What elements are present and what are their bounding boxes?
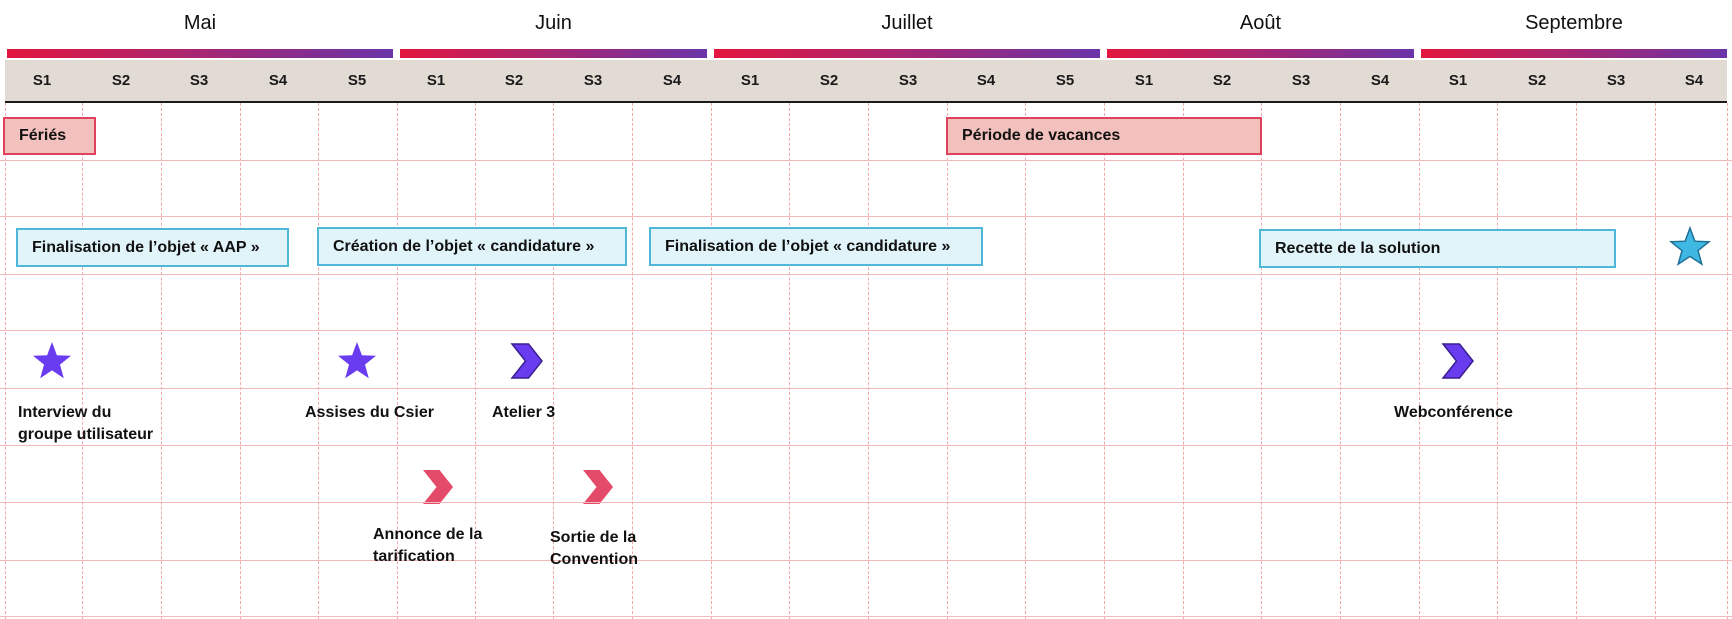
month-label: Juin [535, 12, 572, 34]
chevron-icon [1441, 343, 1474, 379]
grid-vline [1025, 103, 1026, 619]
grid-vline [553, 103, 554, 619]
week-label: S4 [1370, 72, 1390, 89]
month-bar-2 [400, 49, 707, 58]
milestone-label: Sortie de la Convention [550, 527, 638, 571]
grid-vline [632, 103, 633, 619]
milestone-label-line: groupe utilisateur [18, 426, 154, 443]
milestone-label: Assises du Csier [305, 402, 434, 424]
milestone-label-line: tarification [373, 548, 455, 565]
grid-hline [0, 445, 1732, 446]
task-bar: Création de l’objet « candidature » [317, 227, 627, 266]
grid-vline [1261, 103, 1262, 619]
month-label: Septembre [1525, 12, 1623, 34]
holiday-bar: Fériés [3, 117, 96, 155]
grid-vline [397, 103, 398, 619]
grid-vline [789, 103, 790, 619]
month-label: Août [1239, 12, 1282, 34]
grid-vline [475, 103, 476, 619]
week-header-band [5, 60, 1727, 103]
week-label: S4 [268, 72, 288, 89]
milestone-label: Webconférence [1394, 402, 1513, 424]
week-label: S2 [1212, 72, 1232, 89]
grid-hline [0, 502, 1732, 503]
grid-hline [0, 216, 1732, 217]
grid-hline [0, 616, 1732, 617]
milestone-label-line: Annonce de la [373, 526, 483, 543]
week-label: S3 [1606, 72, 1626, 89]
grid-vline [82, 103, 83, 619]
grid-vline [1727, 103, 1728, 619]
month-bar-1 [7, 49, 393, 58]
week-label: S1 [1448, 72, 1468, 89]
star-icon [33, 342, 71, 379]
task-bar: Recette de la solution [1259, 229, 1616, 268]
chevron-icon [510, 343, 543, 379]
month-label: Mai [183, 12, 217, 34]
star-icon [338, 342, 376, 379]
month-bar-4 [1107, 49, 1414, 58]
week-label: S2 [504, 72, 524, 89]
grid-vline [161, 103, 162, 619]
week-label: S1 [740, 72, 760, 89]
week-label: S1 [32, 72, 52, 89]
grid-hline [0, 274, 1732, 275]
grid-vline [1340, 103, 1341, 619]
grid-hline [0, 160, 1732, 161]
milestone-label: Annonce de la tarification [373, 524, 482, 568]
milestone-label-line: Atelier 3 [492, 404, 556, 421]
week-label: S5 [347, 72, 367, 89]
week-label: S5 [1055, 72, 1075, 89]
milestone-label-line: Convention [550, 551, 638, 568]
milestone-label-line: Interview du [18, 404, 112, 421]
month-label: Juillet [881, 12, 933, 34]
grid-hline [0, 388, 1732, 389]
week-label: S4 [976, 72, 996, 89]
grid-vline [1183, 103, 1184, 619]
chevron-icon [583, 470, 613, 504]
chevron-icon [423, 470, 453, 504]
holiday-bar: Période de vacances [946, 117, 1262, 155]
grid-vline [1104, 103, 1105, 619]
grid-vline [318, 103, 319, 619]
grid-vline [1419, 103, 1420, 619]
week-label: S4 [662, 72, 682, 89]
grid-hline [0, 330, 1732, 331]
week-label: S2 [819, 72, 839, 89]
week-label: S3 [1291, 72, 1311, 89]
week-label: S3 [583, 72, 603, 89]
milestone-label: Interview du groupe utilisateur [18, 402, 153, 446]
grid-vline [5, 103, 6, 619]
grid-vline [947, 103, 948, 619]
milestone-label-line: Assises du Csier [305, 404, 434, 421]
milestone-label: Atelier 3 [492, 402, 555, 424]
task-bar: Finalisation de l’objet « AAP » [16, 228, 289, 267]
grid-vline [1497, 103, 1498, 619]
week-label: S4 [1684, 72, 1704, 89]
milestone-label-line: Webconférence [1394, 404, 1513, 421]
week-label: S1 [426, 72, 446, 89]
month-bar-5 [1421, 49, 1727, 58]
week-label: S3 [898, 72, 918, 89]
month-bar-3 [714, 49, 1100, 58]
grid-vline [1655, 103, 1656, 619]
star-icon [1668, 225, 1712, 266]
grid-hline [0, 560, 1732, 561]
week-label: S2 [111, 72, 131, 89]
week-label: S3 [189, 72, 209, 89]
week-label: S2 [1527, 72, 1547, 89]
grid-vline [1576, 103, 1577, 619]
grid-vline [240, 103, 241, 619]
week-label: S1 [1134, 72, 1154, 89]
milestone-label-line: Sortie de la [550, 529, 637, 546]
grid-vline [711, 103, 712, 619]
task-bar: Finalisation de l’objet « candidature » [649, 227, 983, 266]
grid-vline [868, 103, 869, 619]
